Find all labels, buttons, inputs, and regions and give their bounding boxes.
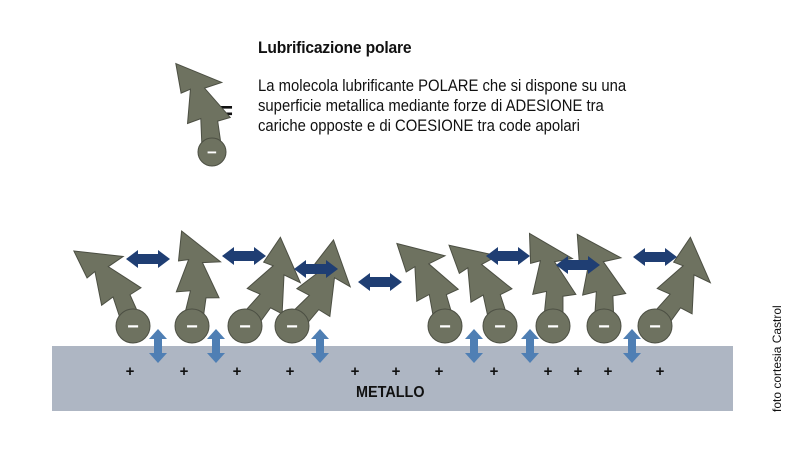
molecule-head-4 bbox=[274, 308, 310, 344]
molecule-tails bbox=[72, 228, 727, 342]
cohesion-arrow-1 bbox=[126, 250, 170, 268]
molecule-head-9 bbox=[637, 308, 673, 344]
metal-label: METALLO bbox=[356, 384, 425, 401]
charge-negative-9: − bbox=[649, 316, 661, 338]
legend-charge-negative: − bbox=[207, 143, 217, 162]
charge-positive-3: + bbox=[233, 363, 242, 380]
molecule-heads bbox=[115, 308, 673, 344]
charge-positive-9: + bbox=[544, 363, 553, 380]
molecule-head-5 bbox=[427, 308, 463, 344]
charge-positive-5: + bbox=[351, 363, 360, 380]
charge-positive-4: + bbox=[286, 363, 295, 380]
charge-negative-7: − bbox=[547, 316, 559, 338]
charge-negative-5: − bbox=[439, 316, 451, 338]
molecule-head-1 bbox=[115, 308, 151, 344]
photo-credit: foto cortesia Castrol bbox=[770, 305, 784, 412]
charge-positive-12: + bbox=[656, 363, 665, 380]
charge-positive-8: + bbox=[490, 363, 499, 380]
charge-positive-1: + bbox=[126, 363, 135, 380]
description-line-2: superficie metallica mediante forze di A… bbox=[258, 97, 604, 115]
charge-negative-1: − bbox=[127, 316, 139, 338]
charge-negative-4: − bbox=[286, 316, 298, 338]
charge-negative-6: − bbox=[494, 316, 506, 338]
description-text: La molecola lubrificante POLARE che si d… bbox=[258, 76, 654, 136]
charge-positive-11: + bbox=[604, 363, 613, 380]
charge-positive-10: + bbox=[574, 363, 583, 380]
charge-negative-3: − bbox=[239, 316, 251, 338]
molecule-head-7 bbox=[535, 308, 571, 344]
molecule-head-2 bbox=[174, 308, 210, 344]
charge-positive-6: + bbox=[392, 363, 401, 380]
charge-negative-8: − bbox=[598, 316, 610, 338]
cohesion-arrow-5 bbox=[486, 247, 530, 265]
cohesion-arrow-4 bbox=[358, 273, 402, 291]
diagram-title: Lubrificazione polare bbox=[258, 38, 412, 57]
molecule-head-3 bbox=[227, 308, 263, 344]
molecule-head-8 bbox=[586, 308, 622, 344]
cohesion-arrow-2 bbox=[222, 247, 266, 265]
molecule-head-6 bbox=[482, 308, 518, 344]
cohesion-arrow-7 bbox=[633, 248, 677, 266]
negative-charges: − − − − − − − − − bbox=[127, 316, 661, 338]
description-line-3: cariche opposte e di COESIONE tra code a… bbox=[258, 117, 580, 135]
charge-positive-7: + bbox=[435, 363, 444, 380]
charge-negative-2: − bbox=[186, 316, 198, 338]
description-line-1: La molecola lubrificante POLARE che si d… bbox=[258, 77, 627, 95]
positive-charges: + + + + + + + + + + + + bbox=[126, 363, 665, 380]
legend-molecule-head bbox=[197, 137, 227, 167]
charge-positive-2: + bbox=[180, 363, 189, 380]
metal-surface bbox=[52, 346, 733, 411]
